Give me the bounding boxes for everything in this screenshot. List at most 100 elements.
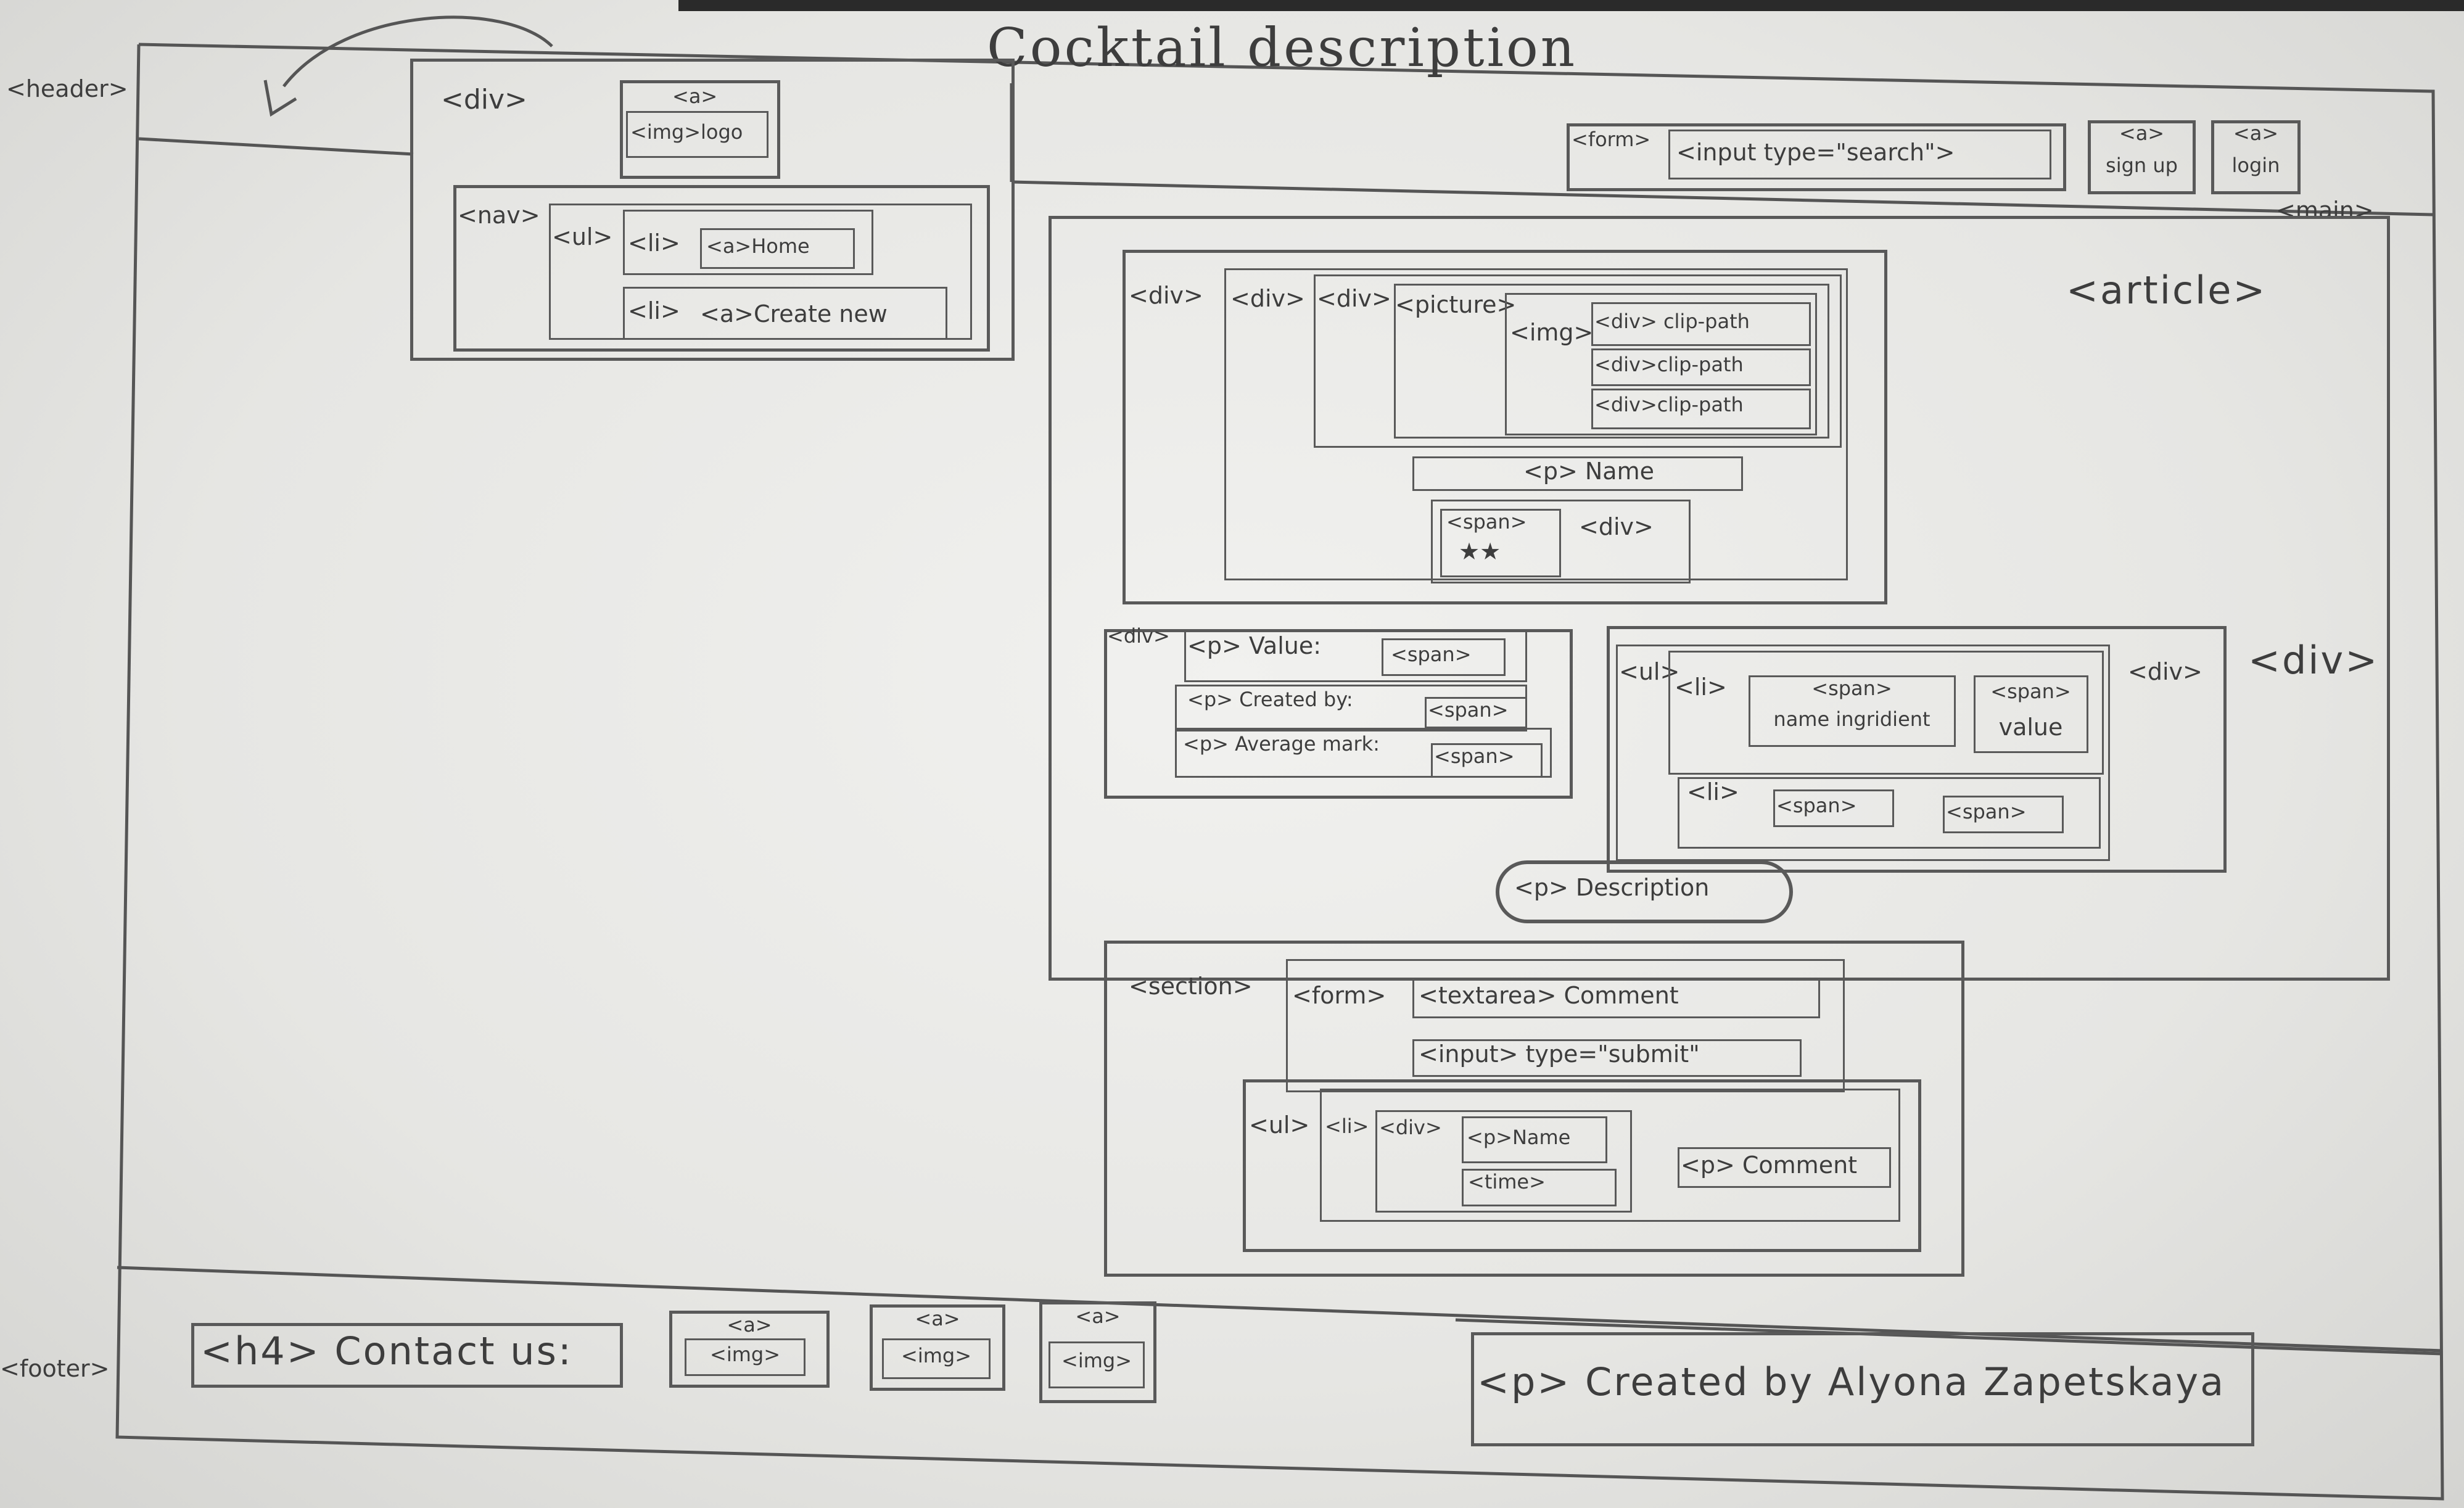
clip-path-3-label: <div>clip-path: [1594, 393, 1744, 416]
header-divider-top: [138, 137, 414, 156]
header-divider: [1011, 180, 2434, 216]
social-img-1: [685, 1338, 806, 1376]
comment-li-box: [1320, 1089, 1900, 1222]
page-title: Cocktail description: [987, 17, 1578, 79]
logo-link-box[interactable]: [620, 80, 780, 179]
login-label: login: [2231, 154, 2280, 177]
search-input[interactable]: [1668, 130, 2051, 179]
social-link-2-a: <a>: [915, 1307, 960, 1330]
logo-img-label: <img>logo: [630, 120, 743, 144]
ingredient-name-label: name ingridient: [1773, 707, 1930, 731]
average-span: [1431, 743, 1543, 778]
social-link-3[interactable]: [1039, 1301, 1156, 1403]
signup-link[interactable]: [2088, 120, 2196, 194]
ingredient-span-4-label: <span>: [1776, 794, 1857, 817]
footer-underline: [1455, 1318, 2443, 1356]
login-link[interactable]: [2211, 120, 2301, 194]
comment-text-label: <p> Comment: [1681, 1152, 1858, 1179]
clip-path-1-label: <div> clip-path: [1594, 310, 1750, 333]
arrow-curve-icon: [282, 15, 553, 88]
ingredient-value-span-label: <span>: [1990, 680, 2071, 703]
picture-div-label: <div>: [1317, 285, 1391, 312]
average-span-label: <span>: [1434, 744, 1515, 768]
comment-submit[interactable]: [1412, 1039, 1802, 1077]
nav-li-home-box: [623, 210, 873, 275]
value-span: [1382, 638, 1506, 676]
social-img-1-label: <img>: [710, 1343, 780, 1366]
social-link-1-a: <a>: [727, 1313, 772, 1337]
cocktail-name: [1412, 456, 1743, 491]
created-label: <p> Created by:: [1187, 688, 1353, 711]
ingredient-name-span-label: <span>: [1811, 677, 1892, 700]
value-label: <p> Value:: [1187, 632, 1322, 659]
nav-ul-label: <ul>: [552, 223, 613, 250]
header-div-label: <div>: [441, 84, 527, 115]
comments-ul-box: [1243, 1079, 1921, 1252]
stars-span-label: <span>: [1446, 510, 1527, 534]
contact-heading: <h4> Contact us:: [200, 1329, 573, 1374]
credit-box: [1471, 1332, 2254, 1446]
ingredient-li-1: [1668, 651, 2104, 775]
card-div-box: [1123, 250, 1887, 604]
cocktail-name-label: <p> Name: [1523, 458, 1654, 485]
ingredient-value-span: [1974, 675, 2088, 753]
login-a-label: <a>: [2233, 122, 2279, 145]
ingredients-inner-label: <div>: [2128, 658, 2202, 685]
comments-section-label: <section>: [1129, 973, 1253, 1000]
signup-a-label: <a>: [2119, 122, 2165, 145]
social-link-3-a: <a>: [1075, 1304, 1121, 1328]
logo-img-box: [626, 111, 768, 158]
ingredients-outer-label: <div>: [2248, 638, 2380, 683]
rating-div-label: <div>: [1579, 513, 1654, 540]
social-img-2: [882, 1338, 991, 1379]
social-link-1[interactable]: [669, 1311, 830, 1388]
nav-home-link[interactable]: [700, 228, 855, 269]
signup-label: sign up: [2106, 154, 2178, 177]
card-inner-div-label: <div>: [1230, 285, 1305, 312]
social-link-2[interactable]: [870, 1304, 1005, 1391]
comment-textarea-label: <textarea> Comment: [1419, 982, 1679, 1009]
top-shadow: [678, 0, 2464, 11]
logo-link-label: <a>: [672, 84, 718, 108]
average-label: <p> Average mark:: [1183, 732, 1380, 756]
ingredient-li-2-label: <li>: [1687, 778, 1739, 806]
nav-home-label: <a>Home: [706, 234, 810, 258]
comment-text: [1678, 1147, 1891, 1188]
ingredient-li-2: [1678, 777, 2101, 849]
value-row: [1184, 629, 1527, 682]
contact-heading-box: [191, 1323, 623, 1388]
picture-label: <picture>: [1395, 291, 1517, 318]
comment-meta-div: [1375, 1110, 1632, 1213]
arrow-head-icon: [263, 80, 297, 117]
description-label: <p> Description: [1514, 874, 1710, 901]
ingredient-span-4: [1773, 789, 1894, 827]
search-input-label: <input type="search">: [1676, 139, 1955, 166]
nav-create-link[interactable]: <a>Create new: [700, 300, 888, 328]
picture-div-box: [1314, 274, 1842, 448]
page-outline: [115, 43, 2444, 1501]
ingredient-li-1-label: <li>: [1675, 674, 1727, 701]
star-icon[interactable]: ★★: [1459, 538, 1501, 565]
created-span-label: <span>: [1428, 698, 1509, 722]
nav-box: [453, 185, 990, 352]
footer-label: <footer>: [0, 1355, 110, 1382]
ingredient-name-span: [1749, 675, 1956, 747]
ingredient-span-5-label: <span>: [1946, 800, 2027, 823]
credit-text: <p> Created by Alyona Zapetskaya: [1477, 1359, 2226, 1404]
social-img-3: [1049, 1341, 1145, 1388]
nav-li-create-box: [623, 287, 947, 340]
ingredient-value-label: value: [1998, 714, 2063, 741]
article-label: <article>: [2066, 268, 2267, 313]
comment-submit-label: <input> type="submit": [1419, 1040, 1700, 1068]
picture-box: [1394, 284, 1829, 439]
clip-path-3: [1591, 389, 1811, 429]
comment-li-label: <li>: [1325, 1115, 1369, 1138]
cocktail-img-box: [1505, 293, 1817, 435]
social-img-3-label: <img>: [1061, 1349, 1132, 1372]
ingredient-span-5: [1943, 796, 2064, 833]
value-span-label: <span>: [1391, 643, 1472, 666]
comment-textarea[interactable]: [1412, 978, 1820, 1018]
stars-span-box[interactable]: [1440, 509, 1561, 577]
card-inner-div-box: [1224, 268, 1848, 580]
